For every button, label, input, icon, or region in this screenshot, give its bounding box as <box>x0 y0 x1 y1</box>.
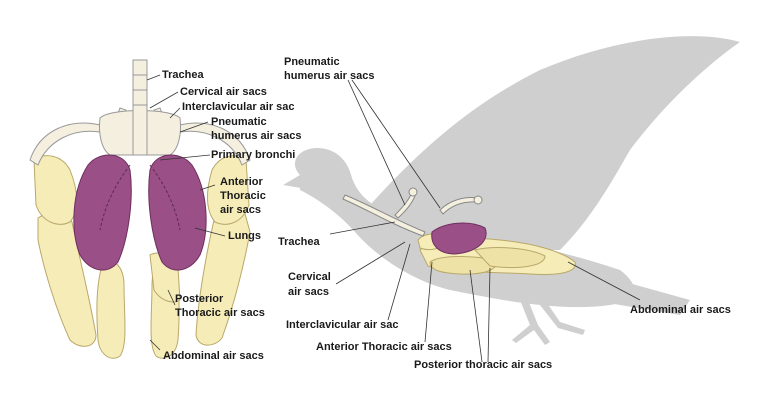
label-abdominal-right: Abdominal air sacs <box>630 304 731 316</box>
left-skeleton <box>29 59 251 166</box>
label-anterior-left-3: air sacs <box>220 204 261 216</box>
label-anterior-right: Anterior Thoracic air sacs <box>316 341 452 353</box>
left-air-sacs <box>33 155 251 359</box>
label-posterior-left-2: Thoracic air sacs <box>175 307 265 319</box>
label-anterior-left-1: Anterior <box>220 176 263 188</box>
right-leader-lines <box>329 79 641 363</box>
left-bronchi <box>99 164 181 231</box>
label-cervical-right-2: air sacs <box>288 286 329 298</box>
label-pneumatic-right-2: humerus air sacs <box>284 70 375 82</box>
label-interclavicular-left: Interclavicular air sac <box>182 101 295 113</box>
label-interclavicular-right: Interclavicular air sac <box>286 319 399 331</box>
label-trachea-left: Trachea <box>162 69 204 81</box>
label-posterior-right: Posterior thoracic air sacs <box>414 359 553 371</box>
label-cervical-left: Cervical air sacs <box>180 86 267 98</box>
label-pneumatic-left-2: humerus air sacs <box>211 130 302 142</box>
label-anterior-left-2: Thoracic <box>220 190 266 202</box>
label-posterior-left-1: Posterior <box>175 293 224 305</box>
left-leader-lines <box>146 74 226 351</box>
label-primary-bronchi: Primary bronchi <box>211 149 296 161</box>
label-pneumatic-left-1: Pneumatic <box>211 116 267 128</box>
label-trachea-right: Trachea <box>278 236 320 248</box>
label-cervical-right-1: Cervical <box>288 271 331 283</box>
bird-lungs <box>431 222 487 255</box>
label-pneumatic-right-1: Pneumatic <box>284 56 340 68</box>
label-lungs: Lungs <box>228 230 261 242</box>
bird-trachea-and-humerus <box>342 187 483 237</box>
label-abdominal-left: Abdominal air sacs <box>163 350 264 362</box>
left-lungs <box>73 154 207 271</box>
